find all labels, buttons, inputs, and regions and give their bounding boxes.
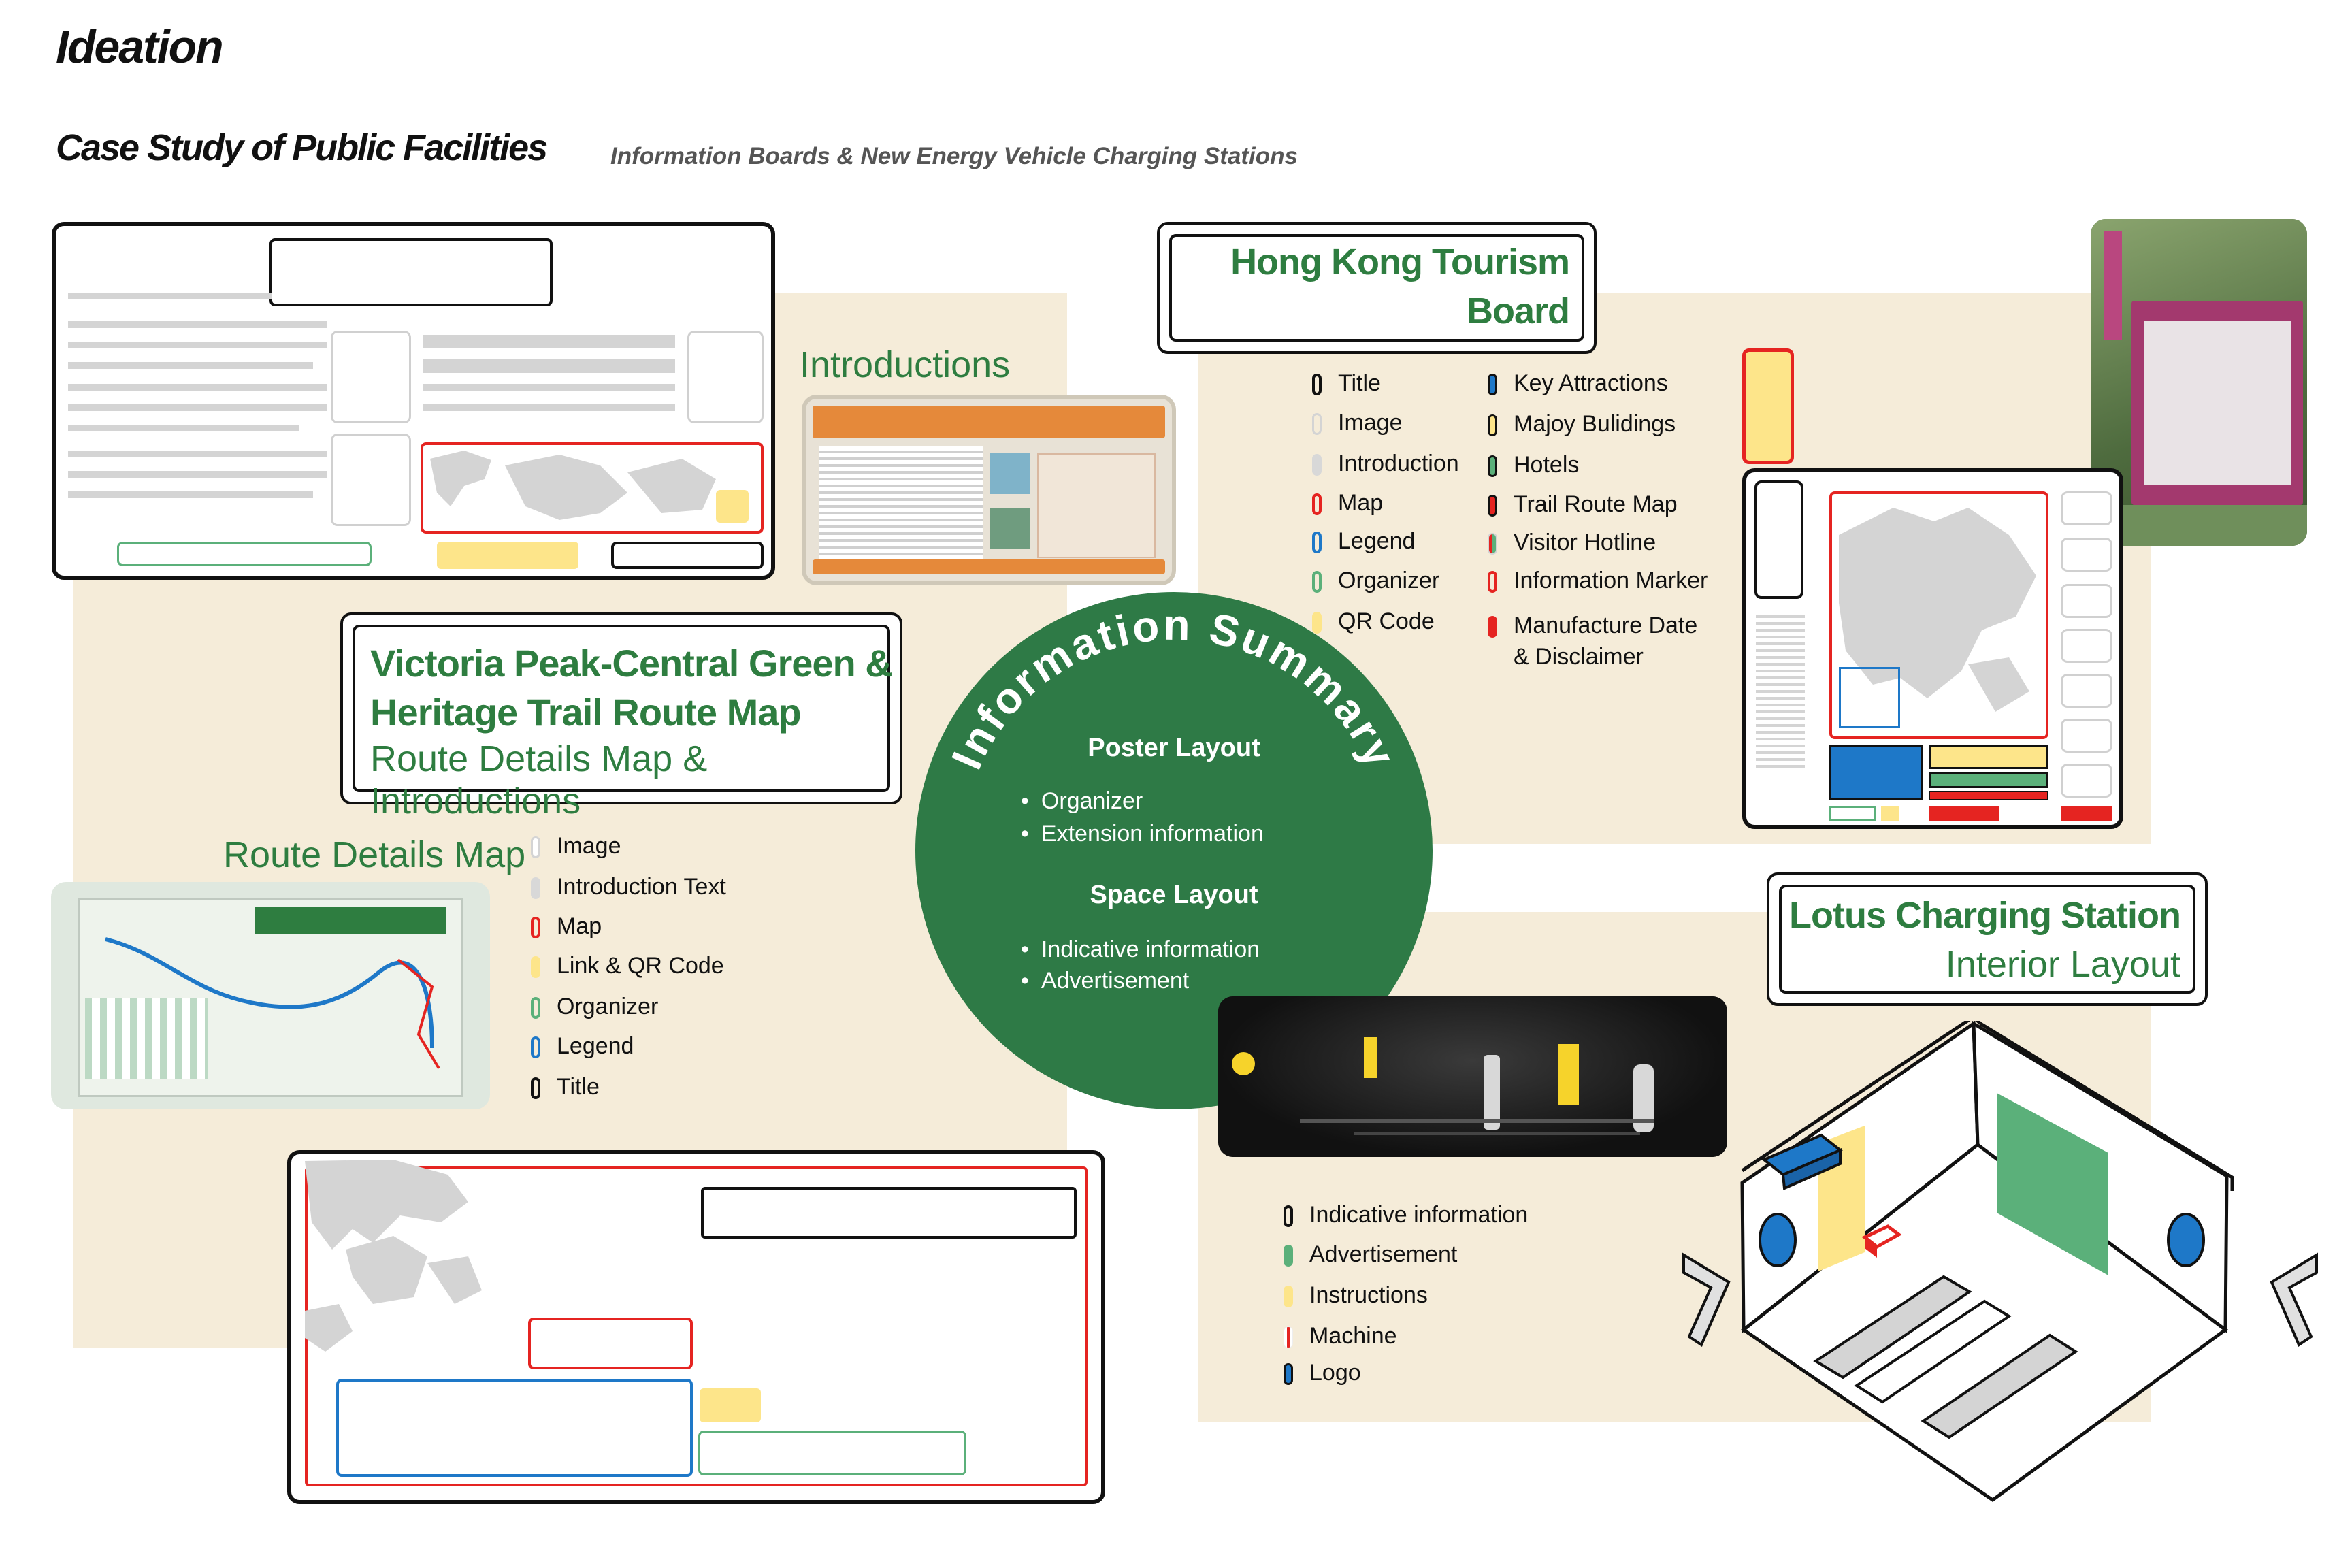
page-title: Ideation [56,21,224,73]
poster-layout-heading: Poster Layout [1088,734,1260,762]
summary-curved-title: Information Summary [942,600,1403,777]
hktb-legend-buildings: Majoy Bulidings [1488,411,1676,438]
hktb-legend-attractions: Key Attractions [1488,370,1668,397]
lotus-photo [1218,996,1727,1157]
map-shape-icon [430,451,716,520]
route-qr-box [700,1388,761,1422]
hktb-legend-organizer: Organizer [1312,568,1439,594]
route-title-box [701,1187,1077,1239]
lotus-title-box: Lotus Charging Station Interior Layout [1767,872,2208,1006]
space-item-advertisement: Advertisement [1021,968,1189,994]
hktb-schematic [1742,468,2123,829]
victoria-title-box: Victoria Peak-Central Green & Heritage T… [340,612,902,821]
intro-board-schematic [52,222,775,580]
hktb-legend-trail: Trail Route Map [1488,491,1678,518]
hktb-legend-disclaimer: & Disclaimer [1514,644,1644,670]
legend-introduction-text: Introduction Text [531,874,726,900]
hktb-legend-manufacture: Manufacture Date [1488,612,1697,639]
hktb-legend-image: Image [1312,410,1403,436]
route-map-photo [51,882,490,1109]
hktb-legend-map: Map [1312,490,1383,517]
hktb-yellow-box [1742,348,1794,464]
legend-image: Image [531,833,621,860]
poster-item-extension: Extension information [1021,821,1264,847]
space-item-indicative: Indicative information [1021,936,1260,963]
hktb-legend-inner [1839,667,1900,728]
poster-item-organizer: Organizer [1021,788,1143,815]
hktb-legend-qr: QR Code [1312,608,1435,635]
entrance-right-icon [2270,1252,2318,1347]
hktb-title-line2: Board [1466,291,1570,331]
legend-legend: Legend [531,1033,634,1060]
route-organizer-box [698,1431,966,1475]
hktb-legend-hotline: Visitor Hotline [1488,529,1656,556]
board-qr-box [437,542,578,569]
board-image-box-3 [687,331,764,423]
hktb-map-icon [1839,508,2036,712]
route-map-schematic [287,1150,1105,1504]
lotus-isometric-room [1740,1021,2234,1503]
hktb-title-box: Hong Kong Tourism Board [1157,222,1597,354]
introductions-label: Introductions [800,344,1011,385]
hktb-legend-hotels: Hotels [1488,452,1579,478]
route-map-box [528,1318,693,1369]
hktb-map-box [1829,491,2048,739]
hktb-legend-title: Title [1312,370,1381,397]
victoria-title-line2: Heritage Trail Route Map [370,691,802,734]
hktb-attractions-block [1829,745,1923,800]
lotus-legend-machine: Machine [1284,1323,1397,1350]
board-title-footer-box [611,542,764,569]
lotus-legend-instructions: Instructions [1284,1282,1428,1309]
lotus-legend-logo: Logo [1284,1360,1361,1386]
legend-organizer: Organizer [531,994,658,1020]
lotus-legend-indicative: Indicative information [1284,1202,1528,1228]
victoria-title-line1: Victoria Peak-Central Green & [370,642,893,685]
board-image-box-2 [331,434,411,526]
introductions-photo [802,395,1176,585]
board-title-box [270,238,553,306]
space-layout-heading: Space Layout [1090,881,1258,909]
lotus-subtitle: Interior Layout [1945,944,2180,985]
lotus-legend-advertisement: Advertisement [1284,1241,1457,1268]
legend-link-qr: Link & QR Code [531,953,724,979]
hktb-legend-marker: Information Marker [1488,568,1708,594]
route-map-label: Route Details Map [223,834,526,875]
legend-title: Title [531,1074,600,1100]
hktb-photo [2091,219,2307,546]
hktb-legend-introduction: Introduction [1312,451,1459,477]
hk-map-icon [305,1160,482,1352]
board-image-box-1 [331,331,411,423]
section-note: Information Boards & New Energy Vehicle … [610,143,1298,169]
board-map-box [421,442,764,534]
legend-map: Map [531,913,602,940]
hktb-title-line1: Hong Kong Tourism [1230,242,1570,282]
route-legend-box [336,1379,693,1477]
board-organizer-box [117,542,372,566]
hktb-legend-legend: Legend [1312,528,1415,555]
section-title: Case Study of Public Facilities [56,127,548,168]
route-path-icon [105,937,440,1070]
lotus-title: Lotus Charging Station [1789,895,2181,936]
hktb-title-slot [1754,480,1803,599]
victoria-subtitle: Route Details Map & Introductions [370,738,708,821]
entrance-left-icon [1682,1252,1731,1347]
